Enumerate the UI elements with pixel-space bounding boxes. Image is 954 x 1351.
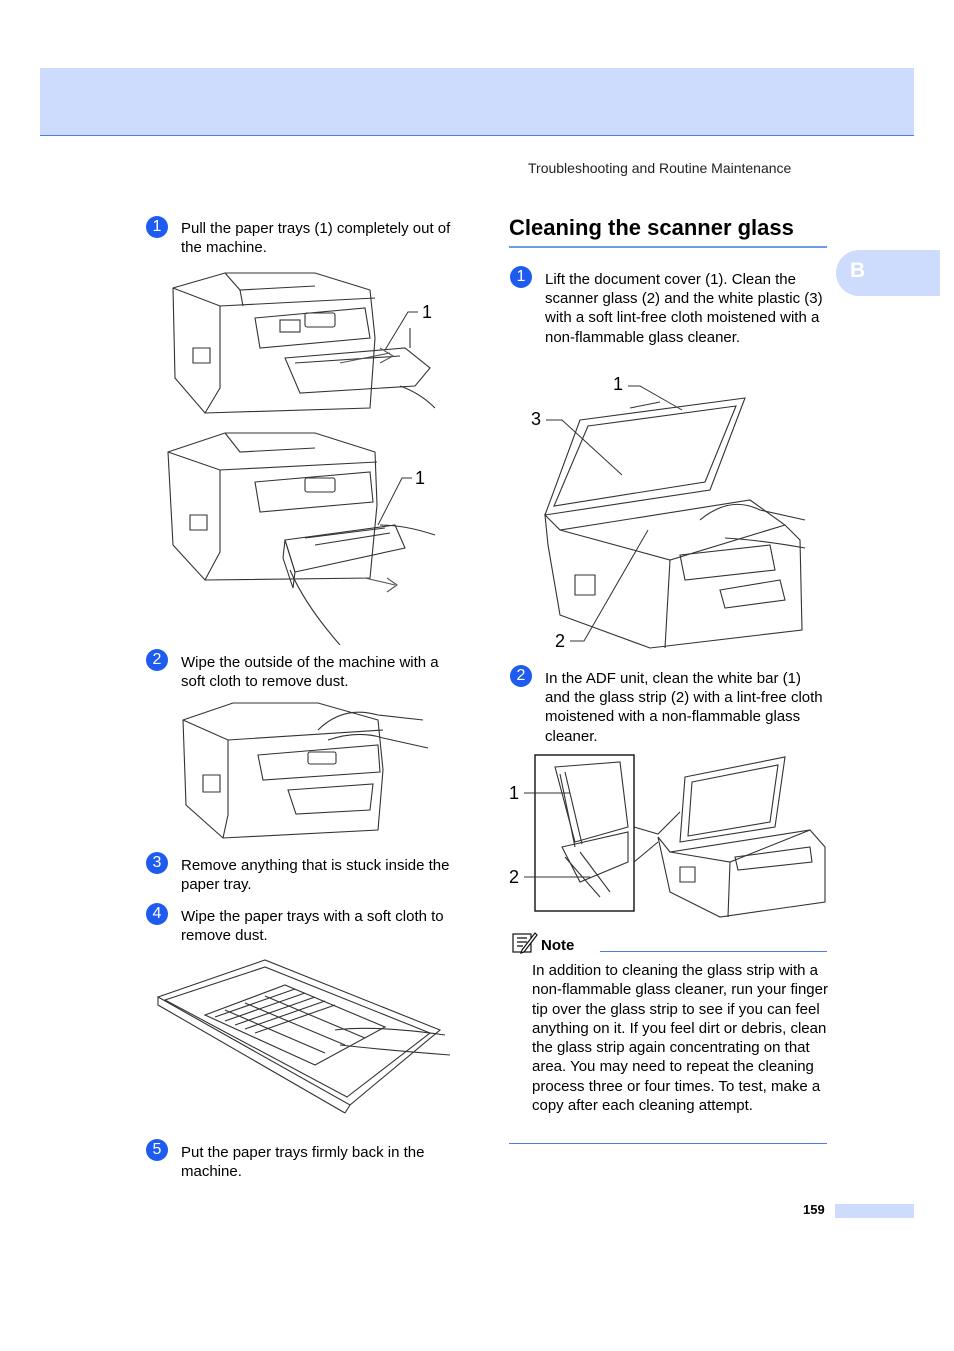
- note-pencil-icon: [510, 930, 538, 961]
- adf-step-2-text: In the ADF unit, clean the white bar (1)…: [545, 670, 823, 745]
- figure-pull-tray-open: [165, 268, 445, 418]
- step-5-text: Put the paper trays firmly back in the m…: [181, 1144, 425, 1181]
- step-4-number: 4: [146, 903, 168, 925]
- scanner-step-1-number: 1: [510, 266, 532, 288]
- step-4-text: Wipe the paper trays with a soft cloth t…: [181, 908, 444, 945]
- adf-step-2-number: 2: [510, 665, 532, 687]
- callout-tray-pull-2: 1: [415, 468, 426, 488]
- step-5-number: 5: [146, 1139, 168, 1161]
- page-number-bar: [835, 1204, 914, 1218]
- page-number: 159: [803, 1202, 825, 1217]
- step-1-text: Pull the paper trays (1) completely out …: [181, 220, 451, 257]
- callout-tray-pull-1: 1: [422, 302, 433, 322]
- callout-scanner-1: 1: [613, 374, 624, 394]
- title-rule: [509, 246, 827, 248]
- step-1-number: 1: [146, 216, 168, 238]
- callout-scanner-2: 2: [555, 631, 566, 651]
- note-rule-bottom: [509, 1143, 827, 1144]
- callout-adf-2: 2: [509, 867, 520, 887]
- step-3-number: 3: [146, 852, 168, 874]
- callout-adf-1: 1: [509, 783, 520, 803]
- scanner-step-1-text: Lift the document cover (1). Clean the s…: [545, 271, 823, 346]
- step-2-number: 2: [146, 649, 168, 671]
- callout-scanner-3: 3: [531, 409, 542, 429]
- figure-wipe-tray: [155, 955, 455, 1115]
- figure-scanner-glass: [540, 380, 810, 655]
- figure-adf-clean: [520, 752, 830, 922]
- figure-wipe-outside: [178, 700, 433, 845]
- step-2-text: Wipe the outside of the machine with a s…: [181, 654, 439, 691]
- note-text: In addition to cleaning the glass strip …: [532, 962, 828, 1115]
- section-title: Cleaning the scanner glass: [509, 215, 794, 240]
- note-title: Note: [541, 937, 575, 954]
- note-rule-top: [600, 951, 827, 952]
- chapter-tab-letter: B: [850, 259, 866, 282]
- chapter-tab: [836, 250, 940, 296]
- figure-pull-tray-out: [165, 430, 445, 645]
- step-3-text: Remove anything that is stuck inside the…: [181, 857, 450, 894]
- running-head: Troubleshooting and Routine Maintenance: [528, 160, 792, 176]
- header-band: [40, 68, 914, 136]
